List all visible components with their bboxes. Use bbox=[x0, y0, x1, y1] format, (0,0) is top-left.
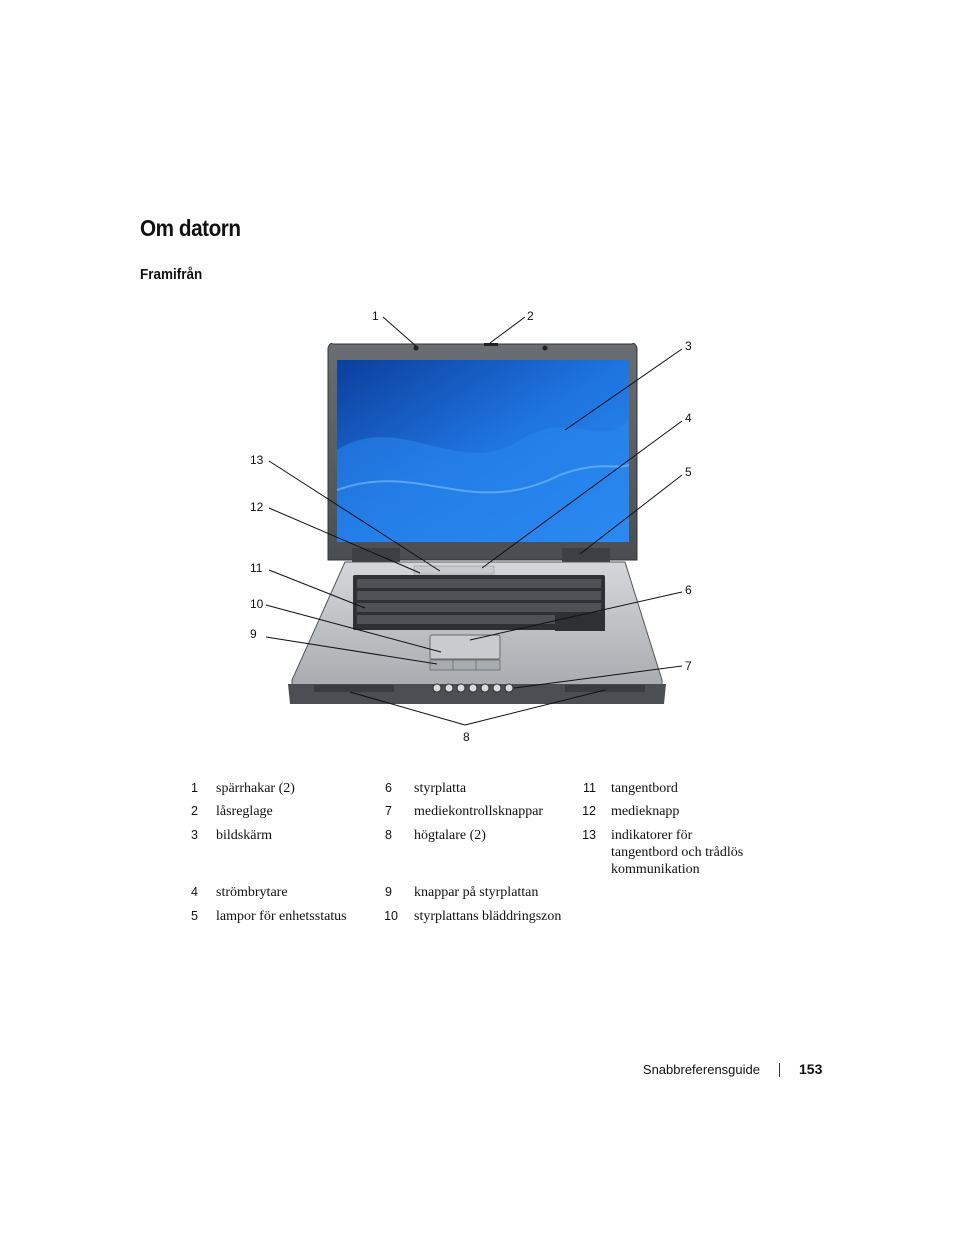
callout-13: 13 bbox=[250, 453, 264, 467]
legend-text: bildskärm bbox=[216, 828, 272, 843]
touchpad-buttons bbox=[429, 659, 501, 671]
legend-text: knappar på styrplattan bbox=[414, 885, 539, 900]
legend-num: 12 bbox=[582, 804, 596, 818]
latch-left bbox=[413, 345, 419, 351]
display-lid bbox=[327, 343, 638, 561]
page-title: Om datorn bbox=[140, 215, 241, 241]
callout-3: 3 bbox=[685, 339, 692, 353]
legend-text: tangentbord bbox=[611, 781, 678, 796]
legend-text: låsreglage bbox=[216, 804, 273, 819]
legend-text: medieknapp bbox=[611, 804, 680, 819]
legend-num: 7 bbox=[385, 804, 392, 818]
legend-num: 8 bbox=[385, 828, 392, 842]
speaker-left bbox=[314, 685, 394, 692]
callout-1: 1 bbox=[372, 309, 379, 323]
page-number: 153 bbox=[799, 1061, 823, 1077]
legend-text: mediekontrollsknappar bbox=[414, 804, 544, 819]
callout-6: 6 bbox=[685, 583, 692, 597]
callout-12: 12 bbox=[250, 500, 264, 514]
legend-num: 10 bbox=[384, 909, 398, 923]
latch-release bbox=[484, 343, 498, 346]
callout-11: 11 bbox=[250, 561, 263, 575]
legend-num: 11 bbox=[583, 781, 596, 795]
callout-10: 10 bbox=[250, 597, 264, 611]
legend-text: indikatorer för tangentbord och trådlös … bbox=[611, 828, 744, 877]
laptop-figure: 1 2 3 4 5 6 7 8 9 10 11 12 13 bbox=[0, 300, 954, 760]
legend-num: 4 bbox=[191, 885, 198, 899]
callout-5: 5 bbox=[685, 465, 692, 479]
legend-text: styrplatta bbox=[414, 781, 467, 796]
laptop-illustration: 1 2 3 4 5 6 7 8 9 10 11 12 13 bbox=[250, 309, 692, 744]
legend-text: högtalare (2) bbox=[414, 828, 486, 843]
legend-num: 3 bbox=[191, 828, 198, 842]
callout-7: 7 bbox=[685, 659, 692, 673]
callout-2: 2 bbox=[527, 309, 534, 323]
legend-num: 6 bbox=[385, 781, 392, 795]
touchpad bbox=[429, 634, 501, 660]
callout-4: 4 bbox=[685, 411, 692, 425]
legend-num: 1 bbox=[191, 781, 198, 795]
laptop-base bbox=[288, 561, 666, 704]
footer-separator bbox=[779, 1063, 780, 1077]
legend-num: 2 bbox=[191, 804, 198, 818]
callout-8: 8 bbox=[463, 730, 470, 744]
legend-text: lampor för enhetsstatus bbox=[216, 909, 347, 924]
legend-text: spärrhakar (2) bbox=[216, 781, 295, 796]
section-heading: Framifrån bbox=[140, 266, 203, 283]
callout-lines bbox=[265, 316, 683, 726]
legend-text: strömbrytare bbox=[216, 885, 288, 900]
legend-text: styrplattans bläddringszon bbox=[414, 909, 562, 924]
callout-9: 9 bbox=[250, 627, 257, 641]
legend-num: 13 bbox=[582, 828, 596, 842]
legend-num: 9 bbox=[385, 885, 392, 899]
speaker-right bbox=[565, 685, 645, 692]
media-buttons bbox=[432, 683, 514, 693]
legend-num: 5 bbox=[191, 909, 198, 923]
latch-right bbox=[542, 345, 548, 351]
footer-guide-title: Snabbreferensguide bbox=[642, 1062, 760, 1077]
